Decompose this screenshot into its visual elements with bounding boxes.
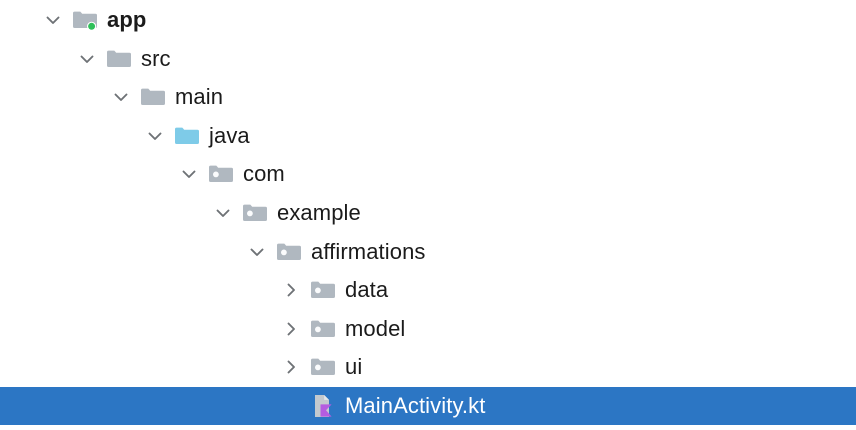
tree-node-label: example <box>277 200 361 225</box>
module-folder-icon <box>72 7 98 33</box>
chevron-down-icon[interactable] <box>76 48 98 70</box>
package-icon <box>310 316 336 342</box>
tree-row[interactable]: model <box>0 310 856 348</box>
tree-node-label: app <box>107 7 147 32</box>
chevron-down-icon[interactable] <box>246 241 268 263</box>
chevron-right-icon[interactable] <box>280 356 302 378</box>
tree-row[interactable]: data <box>0 271 856 309</box>
chevron-down-icon[interactable] <box>178 163 200 185</box>
chevron-down-icon[interactable] <box>144 125 166 147</box>
chevron-down-icon[interactable] <box>110 86 132 108</box>
folder-icon <box>140 84 166 110</box>
tree-row[interactable]: affirmations <box>0 233 856 271</box>
folder-icon <box>106 46 132 72</box>
chevron-down-icon[interactable] <box>42 9 64 31</box>
chevron-down-icon[interactable] <box>212 202 234 224</box>
tree-node-label: ui <box>345 354 363 380</box>
tree-row[interactable]: src <box>0 40 856 78</box>
tree-node-label: affirmations <box>311 238 426 264</box>
tree-row[interactable]: com <box>0 155 856 193</box>
chevron-right-icon[interactable] <box>280 318 302 340</box>
chevron-right-icon[interactable] <box>280 279 302 301</box>
tree-node-label: src <box>141 45 171 71</box>
tree-row[interactable]: app <box>0 1 856 39</box>
tree-node-label: MainActivity.kt <box>345 393 486 418</box>
tree-row[interactable]: main <box>0 78 856 116</box>
package-icon <box>276 239 302 265</box>
tree-node-label: main <box>175 84 224 110</box>
package-icon <box>310 277 336 303</box>
package-icon <box>208 161 234 187</box>
tree-node-label: data <box>345 277 389 303</box>
source-folder-icon <box>174 123 200 149</box>
package-icon <box>242 200 268 226</box>
package-icon <box>310 354 336 380</box>
tree-row[interactable]: example <box>0 194 856 232</box>
tree-node-label: com <box>243 161 285 187</box>
tree-node-label: java <box>209 122 250 148</box>
tree-row[interactable]: MainActivity.kt <box>0 387 856 425</box>
tree-node-label: model <box>345 315 406 341</box>
kotlin-file-icon <box>310 393 336 419</box>
tree-row[interactable]: ui <box>0 348 856 386</box>
tree-row[interactable]: java <box>0 117 856 155</box>
